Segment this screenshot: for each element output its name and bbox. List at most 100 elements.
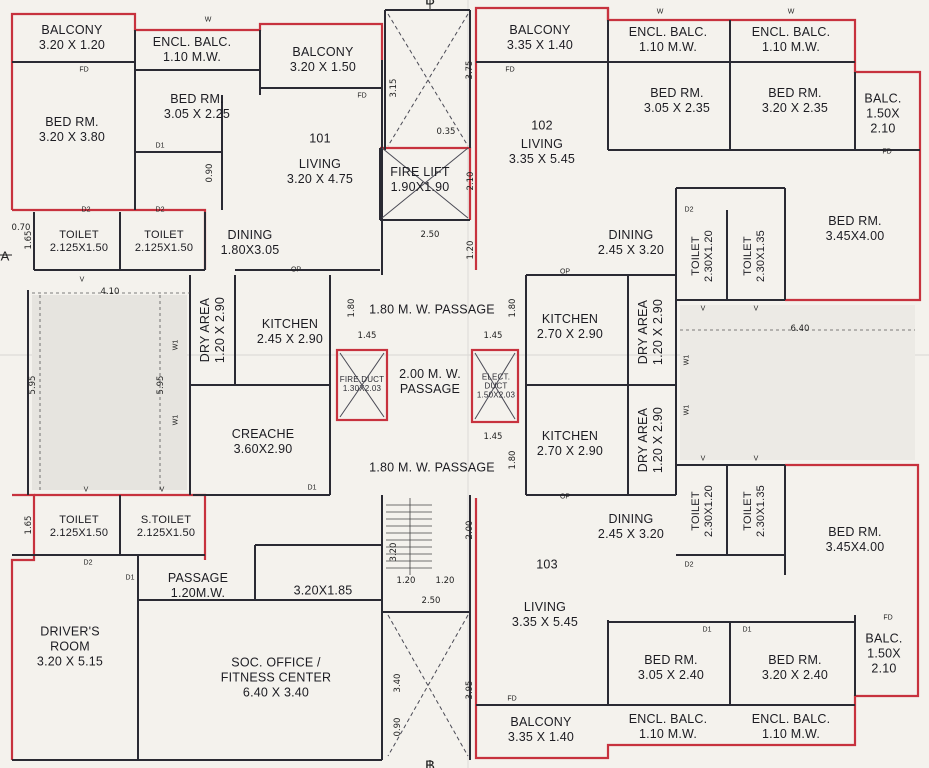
d2-mark-3: D2: [83, 559, 93, 567]
u101-bed-rm-2-label: BED RM.3.05 X 2.25: [163, 92, 231, 121]
d2-mark-1: D2: [81, 206, 91, 214]
u102-bed-rm-2-label: BED RM.3.20 X 2.35: [761, 86, 829, 115]
d1-mark-4: D1: [702, 626, 712, 634]
u101-bed-rm-1-label: BED RM.3.20 X 3.80: [38, 115, 106, 144]
dim-1-45-b: 1.45: [483, 331, 503, 341]
u101-encl-balc-label: ENCL. BALC.1.10 M.W.: [152, 35, 232, 64]
w1-mark-1: W1: [172, 339, 180, 351]
fd-mark-6: FD: [507, 695, 517, 703]
dim-1-80-b: 1.80: [508, 298, 518, 318]
u102-encl-balc-2-label: ENCL. BALC.1.10 M.W.: [751, 25, 831, 54]
u102-encl-balc-1-label: ENCL. BALC.1.10 M.W.: [628, 25, 708, 54]
dim-3-40: 3.40: [393, 673, 403, 693]
dim-2-50-b: 2.50: [421, 596, 441, 606]
room-320-label: 3.20X1.85: [293, 583, 353, 598]
dim-4-10: 4.10: [100, 287, 120, 297]
w1-mark-2: W1: [172, 414, 180, 426]
u101-unit-number: 101: [309, 131, 331, 146]
dim-1-20-a: 1.20: [466, 240, 476, 260]
dim-1-45-a: 1.45: [357, 331, 377, 341]
passage-bottom-label: 1.80 M. W. PASSAGE: [369, 460, 495, 475]
u102-unit-number: 102: [531, 118, 553, 133]
section-b-bottom: B: [424, 757, 436, 768]
u103-encl-balc-2-label: ENCL. BALC.1.10 M.W.: [751, 712, 831, 741]
dim-6-40: 6.40: [790, 324, 810, 334]
fd-mark-2: FD: [357, 92, 367, 100]
d1-mark-1: D1: [155, 142, 165, 150]
u103-encl-balc-1-label: ENCL. BALC.1.10 M.W.: [628, 712, 708, 741]
dim-0-70: 0.70: [11, 223, 31, 233]
d2-mark-4: D2: [684, 206, 694, 214]
d2-mark-5: D2: [684, 561, 694, 569]
d1-mark-5: D1: [742, 626, 752, 634]
w-mark-2: W: [656, 8, 664, 16]
dim-1-20-b: 1.20: [396, 576, 416, 586]
fd-mark-5: FD: [883, 614, 893, 622]
d1-mark-2: D1: [307, 484, 317, 492]
dim-3-75: 3.75: [465, 60, 475, 80]
dim-3-95: 3.95: [465, 680, 475, 700]
dim-2-10: 2.10: [466, 171, 476, 191]
passage-top-label: 1.80 M. W. PASSAGE: [369, 302, 495, 317]
dim-0-35: 0.35: [436, 127, 456, 137]
section-a-marker: A: [0, 248, 10, 264]
v-mark-2: V: [83, 486, 89, 494]
passage-mid-label: 2.00 M. W.PASSAGE: [399, 367, 461, 396]
w1-mark-3: W1: [683, 354, 691, 366]
u103-unit-number: 103: [536, 557, 558, 572]
w-mark-1: W: [204, 16, 212, 24]
v-mark-1: V: [79, 276, 85, 284]
w-mark-3: W: [787, 8, 795, 16]
u103-bed-rm-3-label: BED RM.3.20 X 2.40: [761, 653, 829, 682]
u103-bed-rm-1-label: BED RM.3.45X4.00: [825, 525, 885, 554]
dim-1-65-a: 1.65: [24, 230, 34, 250]
op-mark-1: OP: [290, 266, 302, 274]
v-mark-6: V: [700, 455, 706, 463]
u102-bed-rm-3-label: BED RM.3.45X4.00: [825, 214, 885, 243]
section-b-top: B: [424, 0, 436, 9]
fd-mark-3: FD: [505, 66, 515, 74]
op-mark-2: OP: [559, 268, 571, 276]
dim-3-20: 3.20: [389, 542, 399, 562]
dim-2-50-a: 2.50: [420, 230, 440, 240]
dim-2-00: 2.00: [465, 520, 475, 540]
dim-1-65-b: 1.65: [24, 515, 34, 535]
dim-1-20-c: 1.20: [435, 576, 455, 586]
d1-mark-3: D1: [125, 574, 135, 582]
v-mark-3: V: [159, 486, 165, 494]
w1-mark-4: W1: [683, 404, 691, 416]
u103-bed-rm-2-label: BED RM.3.05 X 2.40: [637, 653, 705, 682]
dim-0-90-b: 0.90: [393, 717, 403, 737]
fd-mark-4: FD: [882, 148, 892, 156]
